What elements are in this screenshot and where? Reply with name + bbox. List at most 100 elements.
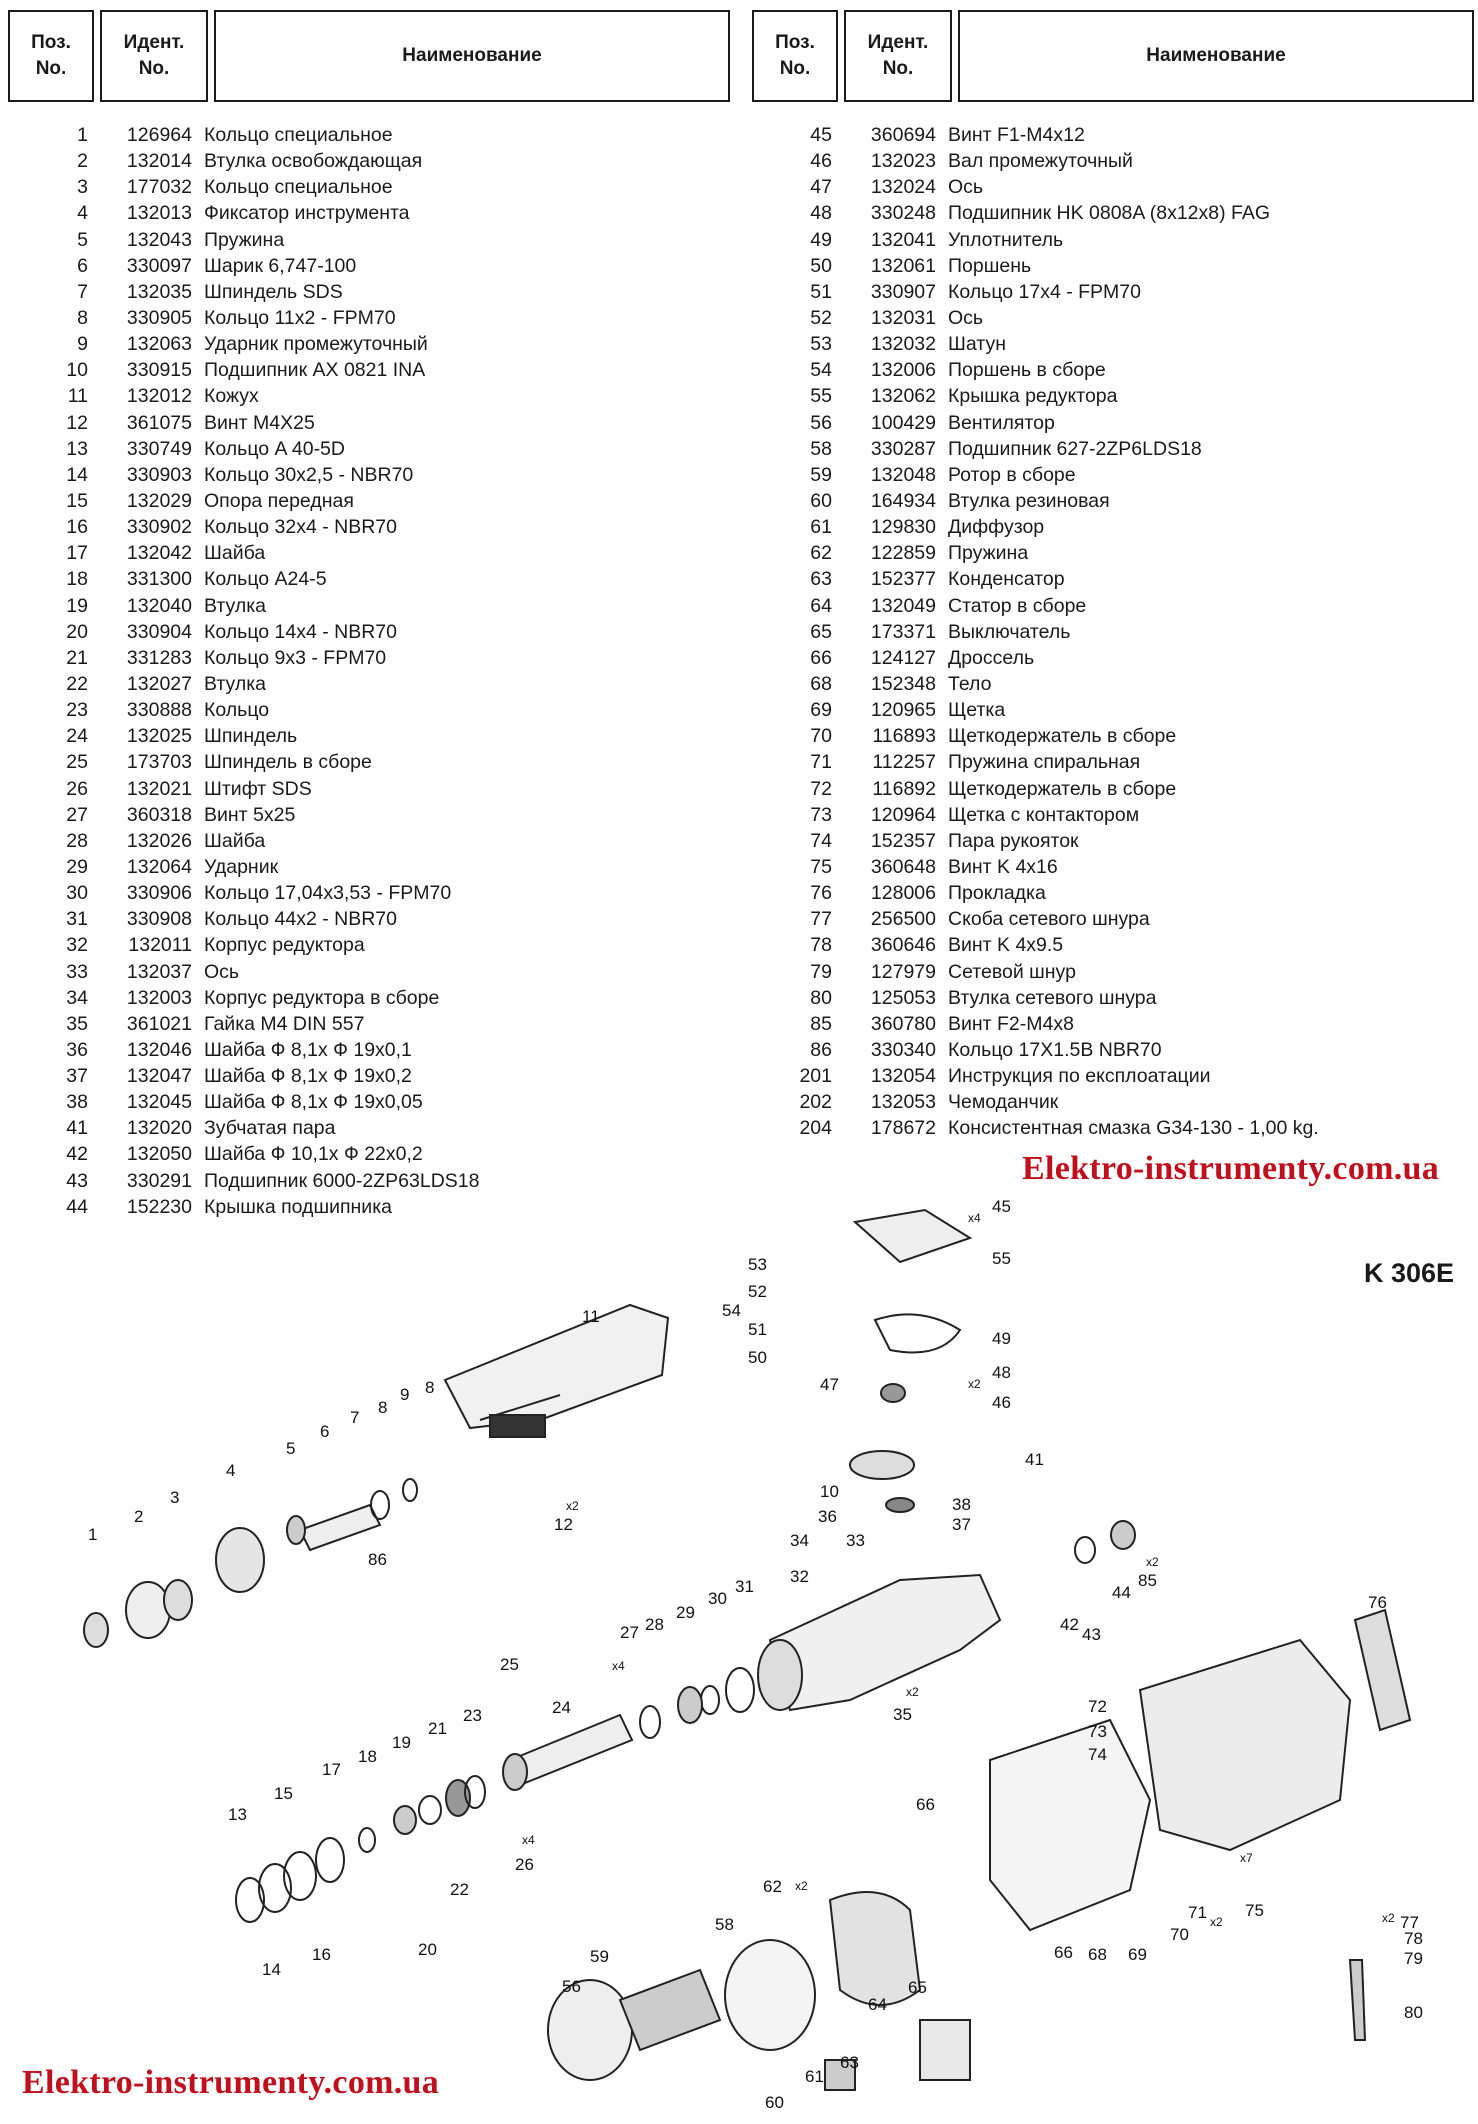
part-ident: 330287 <box>870 437 936 460</box>
part-ident: 177032 <box>126 176 192 199</box>
callout-label: 11 <box>582 1307 600 1326</box>
part-name: Крышка редуктора <box>948 385 1118 408</box>
part-position: 50 <box>810 254 832 277</box>
part-ident: 330915 <box>126 359 192 382</box>
callout-label: 6 <box>320 1422 329 1441</box>
part-position: 9 <box>77 333 88 356</box>
callout-label: 3 <box>170 1488 179 1507</box>
part-name: Кольцо 11x2 - FPM70 <box>204 306 396 329</box>
part-position: 12 <box>66 411 88 434</box>
shaft-part <box>880 1383 906 1403</box>
gearbox-housing <box>768 1573 1002 1712</box>
part-position: 21 <box>66 646 88 669</box>
part-name: Статор в сборе <box>948 594 1087 617</box>
ring-part <box>163 1579 193 1621</box>
callout-label: 20 <box>418 1940 437 1959</box>
part-position: 23 <box>66 699 88 722</box>
callout-label: 36 <box>818 1507 837 1526</box>
part-ident: 132013 <box>126 202 192 225</box>
part-position: 55 <box>810 385 832 408</box>
callout-label: x2 <box>906 1685 919 1699</box>
part-ident: 116892 <box>872 777 936 800</box>
callout-label: 79 <box>1404 1949 1423 1968</box>
part-name: Ротор в сборе <box>948 463 1076 486</box>
part-name: Поршень в сборе <box>948 359 1106 382</box>
callout-label: 18 <box>358 1747 377 1766</box>
part-name: Шайба Ф 8,1x Ф 19x0,2 <box>204 1065 412 1088</box>
gasket-part <box>1353 1608 1412 1732</box>
part-position: 68 <box>810 672 832 695</box>
part-position: 28 <box>66 829 88 852</box>
part-position: 30 <box>66 882 88 905</box>
part-ident: 178672 <box>870 1117 936 1140</box>
callout-label: 8 <box>378 1398 387 1417</box>
callout-label: 37 <box>952 1515 971 1534</box>
part-ident: 330749 <box>126 437 192 460</box>
sleeve-part <box>445 1779 471 1817</box>
part-ident: 132026 <box>126 829 192 852</box>
part-name: Ударник промежуточный <box>204 333 428 356</box>
part-ident: 132012 <box>126 385 192 408</box>
callout-label: 71 <box>1188 1903 1207 1922</box>
part-position: 10 <box>66 359 88 382</box>
part-ident: 132023 <box>870 150 936 173</box>
part-ident: 132027 <box>126 672 192 695</box>
part-position: 69 <box>810 699 832 722</box>
part-name: Щетка с контактором <box>948 803 1140 826</box>
callout-label: 22 <box>450 1880 469 1899</box>
callout-label: 4 <box>226 1461 235 1480</box>
part-ident: 100429 <box>870 411 936 434</box>
part-ident: 361075 <box>126 411 192 434</box>
part-ident: 132061 <box>870 254 936 277</box>
part-name: Винт 5x25 <box>204 803 296 826</box>
part-position: 32 <box>66 934 88 957</box>
diagram-parts <box>83 1208 1412 2091</box>
ring-part <box>725 1667 755 1713</box>
part-position: 29 <box>66 855 88 878</box>
callout-label: 13 <box>228 1805 247 1824</box>
ring-part <box>418 1795 442 1825</box>
callout-label: 27 <box>620 1623 639 1642</box>
part-name: Пружина <box>204 228 285 251</box>
part-name: Винт F1-M4x12 <box>948 124 1085 146</box>
callout-label: 23 <box>463 1706 482 1725</box>
part-name: Шпиндель SDS <box>204 280 343 303</box>
callout-label: 41 <box>1025 1450 1044 1469</box>
callout-label: 58 <box>715 1915 734 1934</box>
part-ident: 330907 <box>870 280 936 303</box>
part-position: 86 <box>810 1038 832 1061</box>
callout-label: 31 <box>735 1577 754 1596</box>
watermark-top: Elektro-instrumenty.com.ua <box>1022 1150 1440 1187</box>
callout-label: 21 <box>428 1719 447 1738</box>
part-ident: 125053 <box>870 986 936 1009</box>
part-position: 44 <box>66 1195 88 1218</box>
callout-label: 19 <box>392 1733 411 1752</box>
callout-label: 64 <box>868 1995 887 2014</box>
ring-part <box>315 1837 345 1883</box>
callout-label: 12 <box>554 1515 573 1534</box>
rotor-part <box>618 1968 722 2052</box>
callout-label: 80 <box>1404 2003 1423 2022</box>
part-ident: 330291 <box>126 1169 192 1192</box>
part-position: 201 <box>799 1065 832 1088</box>
part-name: Кольцо 17x4 - FPM70 <box>948 280 1141 303</box>
part-position: 59 <box>810 463 832 486</box>
callout-label: x2 <box>1210 1915 1223 1929</box>
part-position: 77 <box>810 908 832 931</box>
